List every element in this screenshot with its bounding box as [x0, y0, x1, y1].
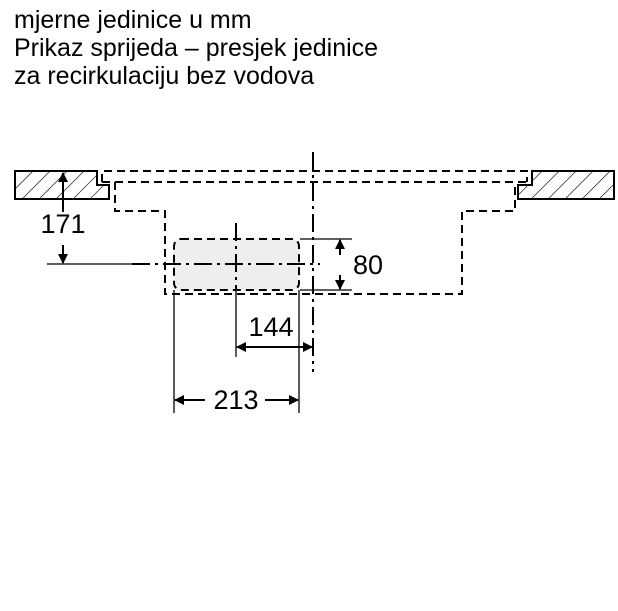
dim-80: 80	[353, 250, 383, 280]
dimension-arrows	[58, 172, 345, 405]
dim-213: 213	[213, 385, 258, 415]
dim-171: 171	[40, 209, 85, 239]
title-line-2: Prikaz sprijeda – presjek jedinice	[14, 34, 379, 62]
diagram-title: mjerne jedinice u mm Prikaz sprijeda – p…	[14, 6, 378, 90]
title-line-3: za recirkulaciju bez vodova	[14, 62, 315, 90]
worktop-right	[517, 170, 615, 200]
title-line-1: mjerne jedinice u mm	[14, 6, 252, 34]
centerlines	[132, 152, 320, 372]
dim-144: 144	[248, 312, 293, 342]
extension-lines	[47, 238, 352, 413]
unit-outline	[101, 170, 528, 295]
